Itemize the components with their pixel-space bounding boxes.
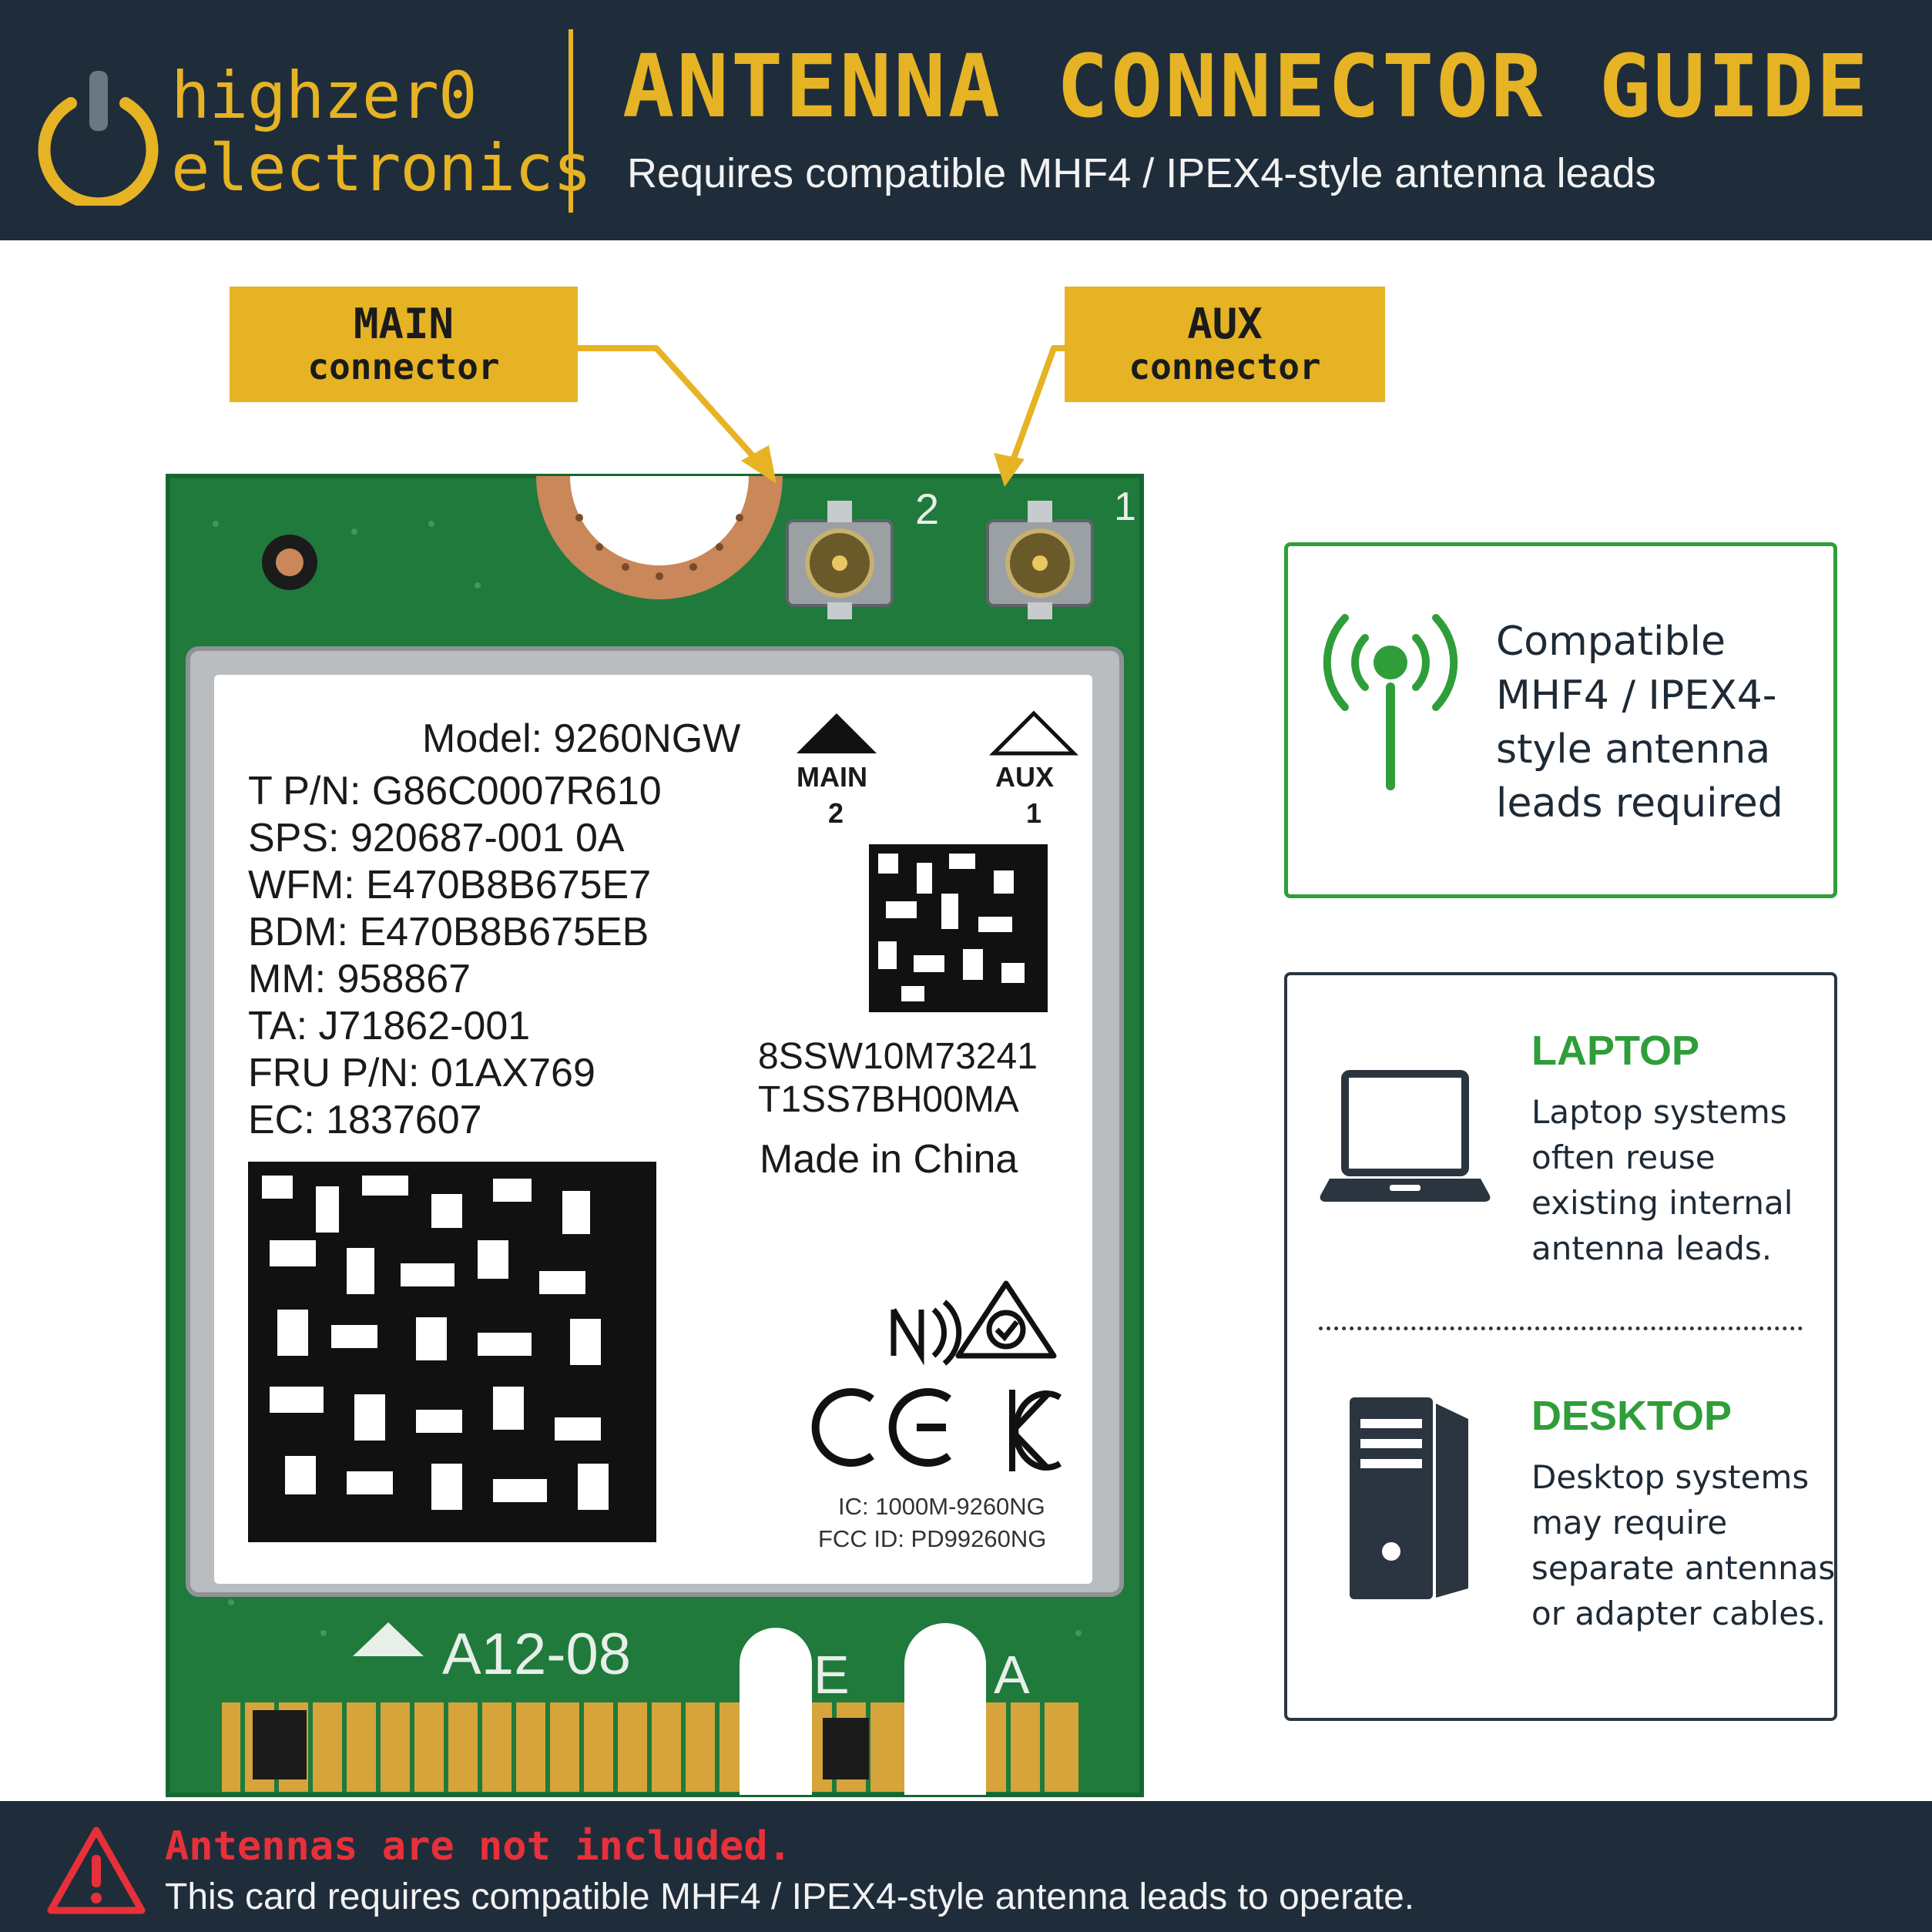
- label-spec-list: T P/N: G86C0007R610 SPS: 920687-001 0A W…: [248, 768, 662, 1144]
- footer-warning: Antennas are not included.: [165, 1823, 792, 1870]
- connector-aux-1: [986, 501, 1094, 619]
- label-origin: Made in China: [760, 1137, 1018, 1182]
- power-logo-icon: [38, 71, 159, 206]
- gold-fingers-right: [986, 1702, 1078, 1792]
- aux-triangle-icon: [988, 710, 1079, 756]
- pcb-key-a-label: A: [994, 1645, 1030, 1705]
- laptop-icon: [1320, 1070, 1491, 1202]
- label-fcc-id: FCC ID: PD99260NG: [818, 1525, 1047, 1552]
- desktop-description: Desktop systems may require separate ant…: [1531, 1458, 1836, 1632]
- data-matrix-small: [869, 844, 1048, 1012]
- label-serial-1: 8SSW10M73241: [758, 1036, 1038, 1077]
- callout-aux-title: AUX: [1187, 300, 1263, 348]
- label-serial-2: T1SS7BH00MA: [758, 1079, 1019, 1120]
- brand-name-line2: electronics: [171, 130, 592, 206]
- pcb-connector-number-2: 2: [915, 485, 940, 533]
- dotted-divider: [1319, 1327, 1803, 1330]
- pcb-revision: A12-08: [442, 1622, 632, 1687]
- footer-note: This card requires compatible MHF4 / IPE…: [165, 1877, 1415, 1917]
- page-title: ANTENNA CONNECTOR GUIDE: [622, 37, 1870, 137]
- key-notch-a: [904, 1623, 986, 1795]
- label-spec-line: WFM: E470B8B675E7: [248, 863, 652, 907]
- callout-main-title: MAIN: [353, 300, 454, 348]
- label-ic-id: IC: 1000M-9260NG: [838, 1493, 1045, 1520]
- key-notch-e: [740, 1628, 812, 1795]
- label-spec-line: EC: 1837607: [248, 1098, 482, 1142]
- label-spec-line: T P/N: G86C0007R610: [248, 769, 662, 813]
- pin-marker-icon: [353, 1622, 424, 1656]
- warning-icon: [47, 1826, 146, 1914]
- rcm-mark-icon: [891, 1300, 962, 1366]
- laptop-heading: LAPTOP: [1531, 1028, 1700, 1074]
- data-matrix-large: [248, 1162, 656, 1542]
- callout-aux-subtitle: connector: [1129, 346, 1321, 387]
- label-model: Model: 9260NGW: [422, 716, 741, 761]
- label-spec-line: FRU P/N: 01AX769: [248, 1051, 595, 1095]
- label-spec-line: BDM: E470B8B675EB: [248, 910, 649, 954]
- laptop-description: Laptop systems often reuse existing inte…: [1531, 1093, 1793, 1267]
- compatibility-panel: [1284, 542, 1837, 898]
- ce-mark-icon: [811, 1388, 951, 1467]
- desktop-heading: DESKTOP: [1531, 1393, 1732, 1439]
- header-divider: [569, 29, 573, 213]
- page-subtitle: Requires compatible MHF4 / IPEX4-style a…: [627, 150, 1656, 196]
- callout-main-connector: MAIN connector: [230, 287, 578, 402]
- label-antenna-main-number: 2: [828, 797, 844, 829]
- certification-triangle-icon: [955, 1280, 1057, 1359]
- brand-name-line1: highzer0: [171, 58, 478, 133]
- label-antenna-aux-number: 1: [1026, 797, 1042, 829]
- header-bar: [0, 0, 1932, 240]
- pcb-connector-number-1: 1: [1114, 485, 1136, 529]
- label-spec-line: SPS: 920687-001 0A: [248, 816, 625, 860]
- footer-bar: [0, 1801, 1932, 1932]
- kc-mark-icon: [1009, 1390, 1062, 1471]
- pcb-key-e-label: E: [813, 1645, 850, 1705]
- antenna-signal-icon: [1323, 614, 1458, 790]
- callout-aux-connector: AUX connector: [1065, 287, 1385, 402]
- callout-main-subtitle: connector: [307, 346, 500, 387]
- label-spec-line: MM: 958867: [248, 957, 471, 1001]
- main-triangle-icon: [797, 713, 877, 753]
- desktop-tower-icon: [1350, 1397, 1468, 1599]
- label-spec-line: TA: J71862-001: [248, 1004, 531, 1048]
- label-antenna-aux: AUX: [995, 761, 1055, 793]
- compatibility-text: Compatible MHF4 / IPEX4-style antenna le…: [1496, 619, 1783, 827]
- connector-main-2: [786, 501, 894, 619]
- label-antenna-main: MAIN: [797, 761, 867, 793]
